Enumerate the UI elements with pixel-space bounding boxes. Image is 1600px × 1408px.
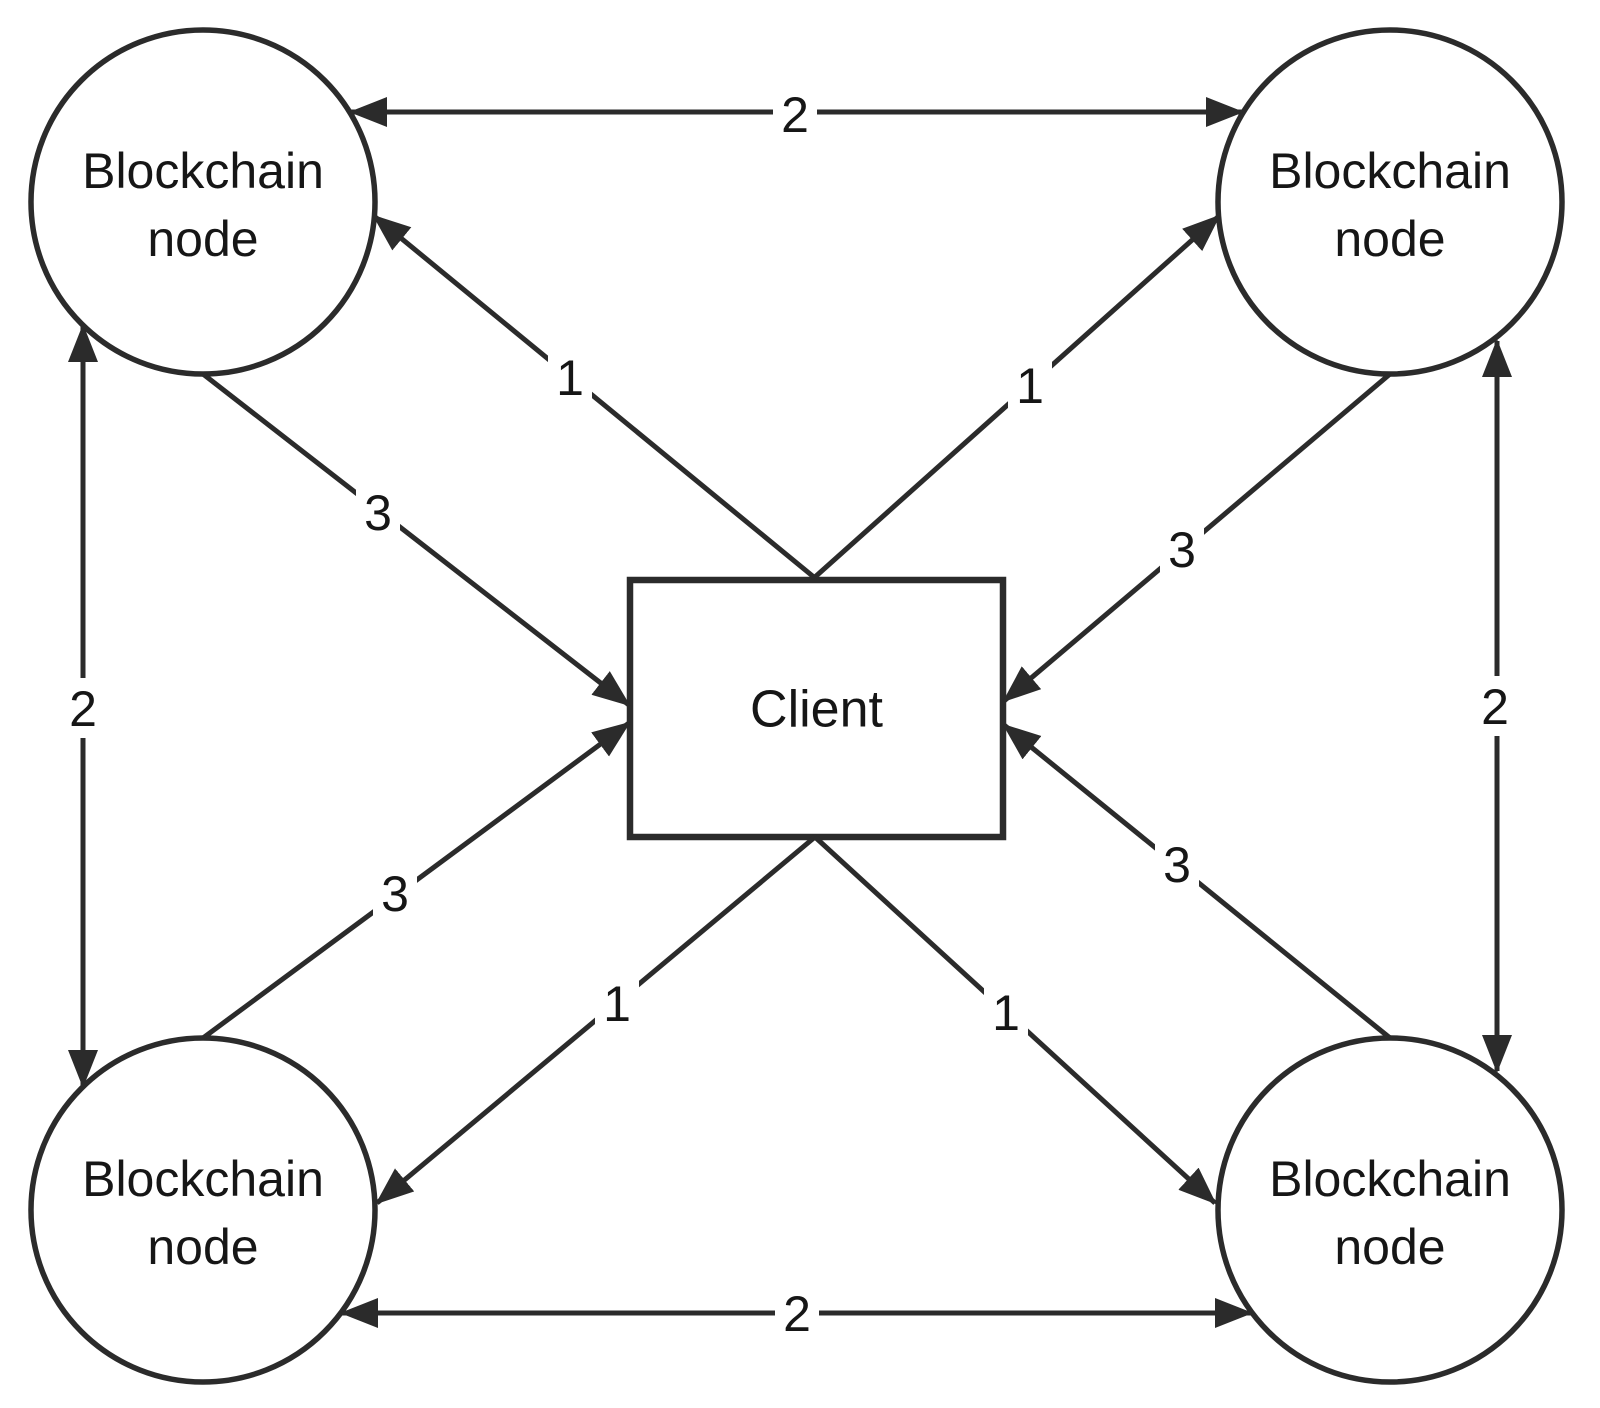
edge-label-text: 1 <box>556 350 584 406</box>
node-circle-bottom-left <box>28 1035 378 1385</box>
node-circle-top-right <box>1215 27 1565 377</box>
edge-label-gap <box>595 973 639 1033</box>
edge-label-text: 1 <box>1016 358 1044 414</box>
edge-label-text: 3 <box>1163 837 1191 893</box>
edge-reply-top-left-label: 3 <box>356 482 400 542</box>
client-node: Client <box>626 576 1007 841</box>
edge-label-gap <box>1473 676 1517 736</box>
edge-reply-bottom-left-label: 3 <box>373 863 417 923</box>
edge-reply-bottom-right-label: 3 <box>1155 834 1199 894</box>
edge-label-gap <box>775 1283 819 1343</box>
edge-request-top-left-arrow <box>372 214 817 580</box>
edge-label-gap <box>984 982 1028 1042</box>
edge-label-gap <box>373 863 417 923</box>
edge-label-text: 2 <box>781 87 809 143</box>
edge-request-top-right-label: 1 <box>1008 355 1052 415</box>
edge-label-text: 1 <box>603 976 631 1032</box>
edge-label-text: 2 <box>69 681 97 737</box>
edge-label-gap <box>773 84 817 144</box>
edge-label-gap <box>548 347 592 407</box>
node-circle-top-left <box>28 27 378 377</box>
edge-ring-left-label: 2 <box>61 678 105 738</box>
edge-ring-right-label: 2 <box>1473 676 1517 736</box>
edge-label-gap <box>1155 834 1199 894</box>
edge-label-gap <box>61 678 105 738</box>
edge-label-text: 1 <box>992 985 1020 1041</box>
edge-label-text: 3 <box>1168 522 1196 578</box>
edge-ring-top-label: 2 <box>773 84 817 144</box>
edge-request-bottom-left-label: 1 <box>595 973 639 1033</box>
edge-label-gap <box>1160 519 1204 579</box>
edge-label-gap <box>1008 355 1052 415</box>
edge-reply-top-right-label: 3 <box>1160 519 1204 579</box>
edge-ring-bottom-label: 2 <box>775 1283 819 1343</box>
edge-request-top-left-label: 1 <box>548 347 592 407</box>
edge-label-text: 2 <box>783 1286 811 1342</box>
edge-request-bottom-right-label: 1 <box>984 982 1028 1042</box>
edge-reply-top-left-arrow <box>201 372 631 707</box>
client-box <box>626 576 1007 841</box>
edge-label-text: 3 <box>381 866 409 922</box>
edge-label-gap <box>356 482 400 542</box>
node-circle-bottom-right <box>1215 1035 1565 1385</box>
edge-label-text: 3 <box>364 485 392 541</box>
edge-label-text: 2 <box>1481 679 1509 735</box>
client-label: Client <box>750 681 883 739</box>
